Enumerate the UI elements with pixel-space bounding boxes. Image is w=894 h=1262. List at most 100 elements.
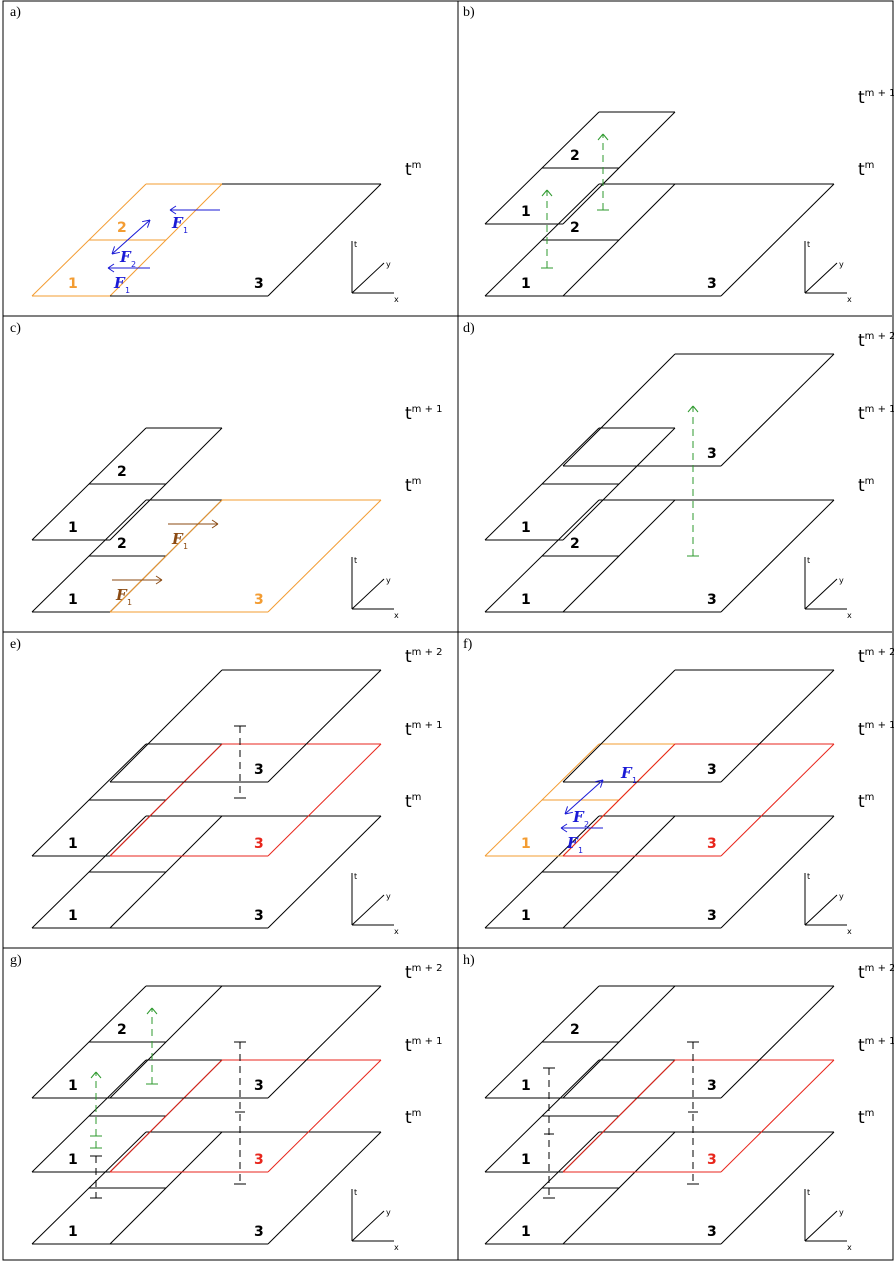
cell-edge (484, 499, 600, 613)
cell-number: 1 (68, 592, 78, 608)
cell-edge (484, 111, 600, 225)
time-label: tm + 1 (858, 1036, 894, 1056)
cell-number: 3 (254, 1224, 264, 1240)
axis-x-label: x (394, 927, 399, 936)
axis-t-label: t (807, 240, 810, 249)
cell-edge (562, 111, 676, 225)
cell-number: 3 (254, 762, 264, 778)
axis-y (351, 1210, 385, 1242)
time-superscript: m (865, 792, 875, 803)
flux-arrow (111, 219, 151, 255)
cell-number: 2 (117, 464, 127, 480)
axis-y-label: y (386, 1208, 391, 1217)
panel-label: g) (10, 953, 22, 968)
cell-number: 3 (707, 592, 717, 608)
cell-number: 3 (254, 592, 264, 608)
flux-arrowhead (146, 219, 151, 228)
cell-edge (720, 669, 835, 783)
axis-t-label: t (354, 872, 357, 881)
cell-edge (31, 815, 147, 929)
flux-arrowhead (564, 811, 573, 815)
flux-arrowhead (169, 209, 177, 215)
time-arrowhead (546, 189, 553, 197)
time-label: tm + 2 (405, 963, 443, 983)
cell-edge (31, 1059, 147, 1173)
panel-label: d) (463, 321, 475, 336)
cell-edge (562, 669, 676, 783)
flux-arrowhead (107, 267, 115, 273)
time-label: tm + 1 (405, 720, 443, 740)
cell-edge (720, 499, 835, 613)
time-superscript: m (865, 160, 875, 171)
time-label: tm (405, 160, 421, 180)
flux-arrowhead (142, 219, 151, 223)
cell-edge (484, 1131, 600, 1245)
flux-arrow (564, 779, 604, 815)
flux-symbol: F (115, 586, 128, 604)
time-label: tm (405, 792, 421, 812)
flux-symbol: F (171, 214, 184, 232)
time-arrowhead (692, 405, 699, 413)
cell-number: 3 (707, 446, 717, 462)
flux-subscript: 1 (183, 542, 188, 551)
cell-edge (31, 1131, 147, 1245)
cell-edge (31, 985, 147, 1099)
cell-edge (109, 183, 223, 297)
axis-x-label: x (847, 1243, 852, 1252)
flux-subscript: 2 (131, 260, 136, 269)
cell-number: 1 (521, 836, 531, 852)
cell-edge (109, 669, 223, 783)
axis-y-label: y (386, 260, 391, 269)
flux-subscript: 1 (127, 598, 132, 607)
cell-number: 1 (521, 276, 531, 292)
panel-b: b)tyx112312tmtm + 1 (463, 5, 894, 304)
cell-edge (267, 815, 382, 929)
time-label: tm + 2 (858, 331, 894, 351)
cell-number: 1 (521, 1078, 531, 1094)
cell-number: 1 (521, 204, 531, 220)
axis-y-label: y (386, 892, 391, 901)
time-label: tm (858, 160, 874, 180)
time-superscript: m + 1 (412, 1036, 443, 1047)
time-superscript: m + 1 (865, 404, 894, 415)
axis-y-label: y (839, 260, 844, 269)
cell-edge (562, 1131, 676, 1245)
axis-y-label: y (839, 1208, 844, 1217)
cell-number: 3 (254, 908, 264, 924)
cell-edge (484, 815, 600, 929)
time-label: tm + 1 (858, 88, 894, 108)
cell-edge (562, 815, 676, 929)
time-superscript: m (412, 792, 422, 803)
cell-number: 2 (117, 1022, 127, 1038)
axis-y-label: y (386, 576, 391, 585)
cell-edge (484, 743, 600, 857)
cell-edge (720, 1131, 835, 1245)
cell-number: 1 (521, 908, 531, 924)
time-superscript: m + 2 (865, 963, 894, 974)
time-arrowhead (95, 1071, 102, 1079)
cell-number: 1 (68, 276, 78, 292)
time-arrowhead (90, 1071, 97, 1079)
time-label: tm + 2 (405, 647, 443, 667)
axis-x-label: x (394, 611, 399, 620)
cell-edge (267, 985, 382, 1099)
flux-arrowhead (595, 779, 604, 783)
cell-number: 1 (68, 1224, 78, 1240)
cell-edge (720, 353, 835, 467)
panel-label: e) (10, 637, 21, 652)
flux-subscript: 1 (183, 226, 188, 235)
cell-edge (109, 499, 223, 613)
cell-number: 3 (707, 836, 717, 852)
axis-y (351, 894, 385, 926)
cell-edge (267, 743, 382, 857)
time-arrowhead (602, 133, 609, 141)
cell-number: 1 (68, 1152, 78, 1168)
flux-symbol: F (119, 248, 132, 266)
axis-t-label: t (354, 556, 357, 565)
time-label: tm + 1 (405, 1036, 443, 1056)
cell-edge (109, 985, 223, 1099)
time-superscript: m + 2 (865, 647, 894, 658)
